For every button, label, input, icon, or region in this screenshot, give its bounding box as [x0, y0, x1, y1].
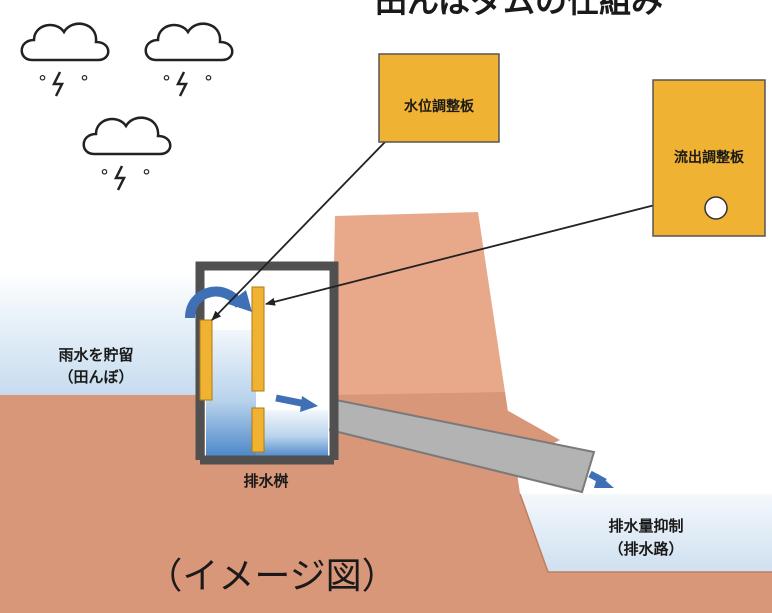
svg-text:°: ° — [142, 166, 151, 187]
water-level-plate-label: 水位調整板 — [404, 98, 475, 115]
rain-cloud-icon: ° ° — [144, 22, 234, 97]
svg-text:°: ° — [100, 166, 109, 187]
flow-arrow-icon — [588, 470, 614, 488]
suppression-label: 排水量抑制 — [608, 517, 683, 535]
drain-box-water-right — [256, 410, 328, 458]
outflow-plate-label: 流出調整板 — [674, 149, 745, 166]
image-caption: （イメージ図） — [146, 556, 397, 597]
svg-text:°: ° — [162, 72, 171, 93]
drainage-channel-label: （排水路） — [608, 540, 683, 558]
outflow-plate-upper — [251, 286, 265, 392]
svg-text:°: ° — [38, 72, 47, 93]
soil-left — [0, 395, 208, 613]
leader-line-outflow — [265, 204, 656, 306]
paddy-field-water — [0, 272, 200, 395]
water-level-plate-callout — [378, 53, 500, 143]
svg-text:°: ° — [80, 72, 89, 93]
drainage-channel-water — [520, 494, 772, 572]
diagram-title: 田んぼダムの仕組み — [375, 0, 663, 20]
drain-box-water-left — [206, 330, 256, 458]
paddy-label: （田んぼ） — [58, 368, 133, 386]
water-level-plate — [199, 319, 213, 401]
stored-rain-label: 雨水を貯留 — [58, 346, 133, 364]
flow-arrow-icon — [275, 394, 318, 412]
leader-line-water-level — [211, 141, 386, 321]
rain-cloud-icon: ° ° — [20, 22, 110, 97]
drain-box-label: 排水桝 — [243, 472, 288, 490]
outflow-plate-lower — [251, 407, 265, 453]
drainage-channel-bed — [519, 493, 772, 573]
rain-cloud-icon: ° ° — [82, 116, 172, 191]
svg-text:°: ° — [204, 72, 213, 93]
orifice-hole-icon — [704, 196, 728, 220]
